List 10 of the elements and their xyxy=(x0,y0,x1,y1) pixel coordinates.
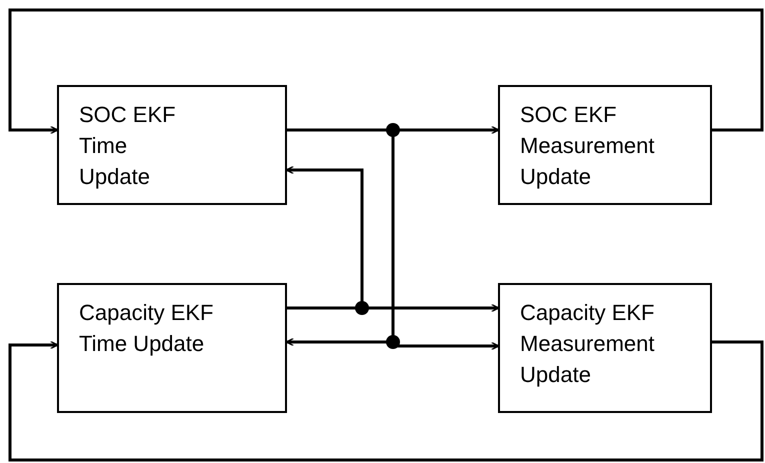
process-box xyxy=(57,283,287,413)
arrow xyxy=(8,340,764,462)
box-label: Capacity EKF Measurement Update xyxy=(520,299,656,389)
box-label: Capacity EKF Time Update xyxy=(79,299,214,358)
process-box xyxy=(498,85,712,205)
box-label: SOC EKF Measurement Update xyxy=(520,101,656,191)
arrow xyxy=(8,8,764,134)
process-box xyxy=(498,283,712,413)
box-label: SOC EKF Time Update xyxy=(79,101,177,191)
process-box xyxy=(57,85,287,205)
